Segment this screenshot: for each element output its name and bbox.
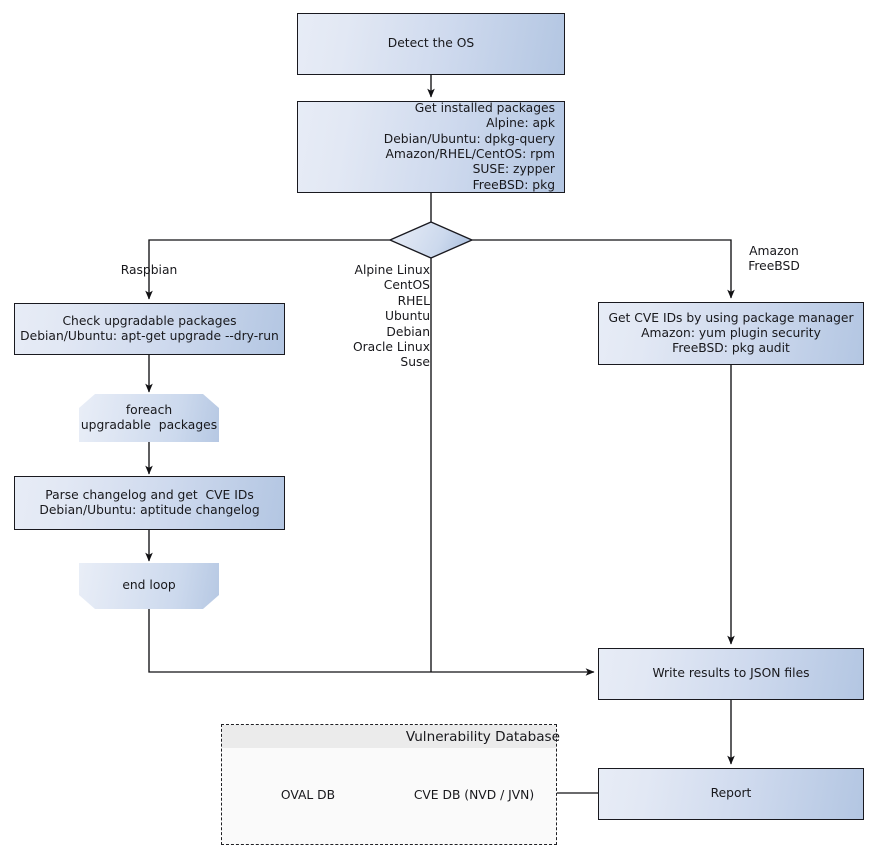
node-write-results-to-json[interactable]: Write results to JSON files (598, 648, 864, 700)
node-check-upgradable-packages[interactable]: Check upgradable packages Debian/Ubuntu:… (14, 303, 285, 355)
database-cve-db-label: CVE DB (NVD / JVN) (413, 787, 535, 802)
node-parse-changelog[interactable]: Parse changelog and get CVE IDs Debian/U… (14, 476, 285, 530)
node-get-cve-ids-label: Get CVE IDs by using package manager Ama… (608, 310, 854, 356)
node-get-cve-ids[interactable]: Get CVE IDs by using package manager Ama… (598, 302, 864, 365)
edge-label-os-list: Alpine Linux CentOS RHEL Ubuntu Debian O… (352, 263, 430, 370)
node-detect-the-os[interactable]: Detect the OS (297, 13, 565, 75)
node-parse-changelog-label: Parse changelog and get CVE IDs Debian/U… (39, 487, 260, 517)
node-end-loop-label: end loop (122, 578, 176, 593)
edge-label-amazon-freebsd: Amazon FreeBSD (748, 244, 800, 274)
node-end-loop[interactable]: end loop (79, 563, 219, 609)
node-write-results-to-json-label: Write results to JSON files (652, 666, 810, 681)
node-detect-the-os-label: Detect the OS (387, 36, 475, 51)
database-oval-db-label: OVAL DB (280, 787, 336, 802)
node-get-installed-packages-label: Get installed packages Alpine: apk Debia… (383, 101, 555, 192)
database-cve-db[interactable]: CVE DB (NVD / JVN) (403, 762, 545, 825)
loop-end-shape (79, 563, 219, 609)
group-vulnerability-database: Vulnerability Database (221, 724, 560, 845)
node-check-upgradable-packages-label: Check upgradable packages Debian/Ubuntu:… (20, 313, 279, 343)
group-title: Vulnerability Database (405, 728, 560, 745)
node-foreach-loop-start[interactable]: foreach upgradable packages (79, 394, 219, 442)
group-header: Vulnerability Database (222, 725, 560, 748)
loop-start-shape (79, 394, 219, 442)
edge-label-raspbian: Raspbian (120, 263, 178, 277)
node-get-installed-packages[interactable]: Get installed packages Alpine: apk Debia… (297, 101, 565, 193)
node-foreach-loop-start-label: foreach upgradable packages (80, 402, 218, 432)
node-report[interactable]: Report (598, 768, 864, 820)
database-oval-db[interactable]: OVAL DB (236, 762, 380, 825)
node-report-label: Report (710, 786, 752, 801)
decision-diamond (388, 221, 474, 259)
